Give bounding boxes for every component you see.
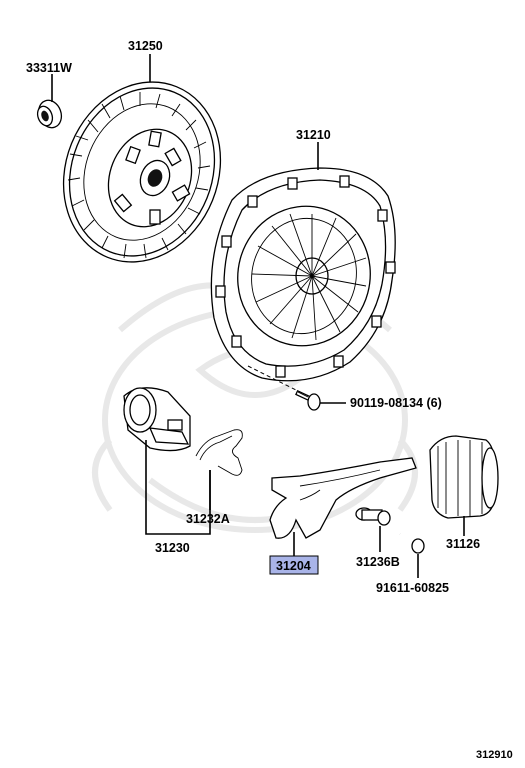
fork-boot-part[interactable]: [429, 435, 499, 519]
clutch-cover-part[interactable]: [210, 167, 396, 382]
pivot-bolt-part[interactable]: [399, 533, 425, 554]
label-31126: 31126: [446, 537, 480, 551]
label-91611-60825: 91611-60825: [376, 581, 449, 595]
figure-number: 312910: [476, 749, 513, 761]
release-bearing-part[interactable]: [123, 387, 191, 452]
label-31232A: 31232A: [186, 512, 230, 526]
label-33311W: 33311W: [26, 61, 72, 75]
label-31250: 31250: [128, 39, 163, 53]
label-90119-08134: 90119-08134 (6): [350, 396, 442, 410]
fork-pivot-part[interactable]: [355, 507, 391, 526]
cover-bolt-part[interactable]: [295, 389, 321, 411]
release-clip-part[interactable]: [195, 429, 243, 476]
label-31210: 31210: [296, 128, 331, 142]
label-31230: 31230: [155, 541, 190, 555]
pilot-bearing-part[interactable]: [35, 97, 65, 131]
label-31204: 31204: [276, 559, 311, 573]
highlight-box-31204[interactable]: [269, 555, 319, 575]
clutch-disc-part[interactable]: [37, 58, 247, 286]
release-fork-part[interactable]: [269, 457, 417, 539]
label-31236B: 31236B: [356, 555, 400, 569]
